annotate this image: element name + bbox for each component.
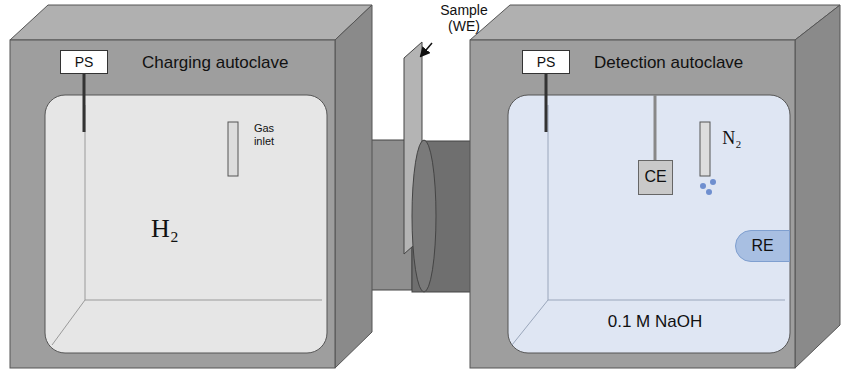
chamber-edge <box>512 300 548 345</box>
box-front <box>10 40 335 368</box>
solution-label: 0.1 M NaOH <box>580 312 730 332</box>
box-label: PS <box>537 54 556 70</box>
housing-title: Charging autoclave <box>142 53 288 73</box>
counter-electrode: CE <box>638 160 673 195</box>
part-label: Gas inlet <box>244 122 284 147</box>
bubble <box>710 179 716 185</box>
housing-title: Detection autoclave <box>594 53 743 73</box>
bubble <box>706 189 712 195</box>
chamber-edge <box>548 105 549 300</box>
electrode-rod <box>654 95 657 160</box>
box-side <box>335 5 372 368</box>
box-side <box>795 5 840 368</box>
box-label: CE <box>644 168 666 186</box>
sensor-box: PS <box>60 50 108 74</box>
gas-label: N₂ <box>714 128 750 149</box>
box-front <box>470 40 795 368</box>
sensor-box: PS <box>522 50 570 74</box>
sensor-rod <box>545 74 548 132</box>
chamber-window <box>508 95 790 353</box>
sensor-rod <box>83 74 86 132</box>
part-label: Sample (WE) <box>426 2 502 34</box>
chamber-window <box>45 95 327 353</box>
chamber-edge <box>85 105 86 300</box>
gas-inlet-tube <box>228 122 238 176</box>
autoclave-housing: Charging autoclave PS <box>10 40 335 368</box>
chamber-edge <box>548 300 785 301</box>
leader-arrow <box>421 43 432 56</box>
bubble <box>700 183 706 189</box>
chamber-edge <box>52 300 85 345</box>
box-label: RE <box>751 237 773 255</box>
tube-flange <box>412 140 436 292</box>
box-top <box>470 5 840 40</box>
reference-electrode: RE <box>735 230 790 262</box>
box-top <box>10 5 372 40</box>
gas-label: H₂ <box>140 214 190 244</box>
box-label: PS <box>75 54 94 70</box>
gas-tube <box>700 122 710 176</box>
chamber-edge <box>85 300 322 301</box>
